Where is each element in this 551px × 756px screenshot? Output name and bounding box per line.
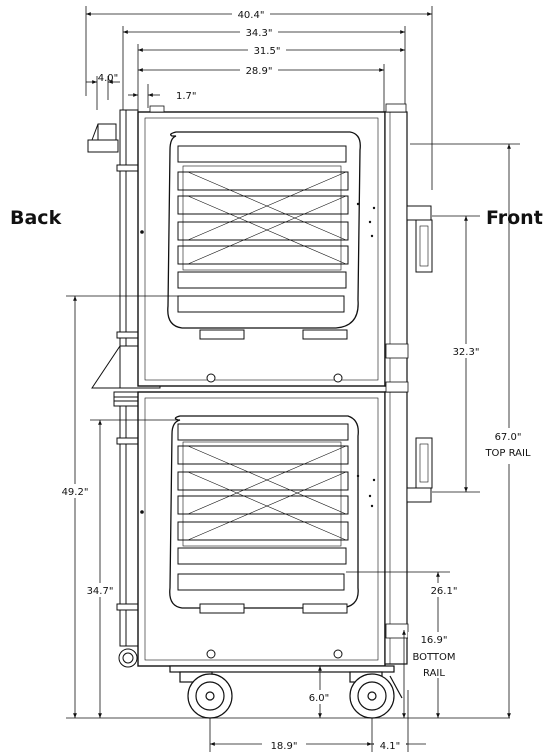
rack-height-label: 26.1": [431, 586, 458, 597]
back-height-upper-label: 49.2": [62, 487, 89, 498]
flue-width-label: 4.0": [98, 73, 119, 84]
lower-oven-deck: [137, 381, 433, 667]
back-height-lower-label: 34.7": [87, 586, 114, 597]
top-rail-value-label: 67.0": [495, 432, 522, 443]
overall-width-label: 40.4": [238, 10, 265, 21]
front-label: Front: [486, 207, 543, 229]
bottom-rail-label-2: RAIL: [423, 668, 445, 679]
width-34-label: 34.3": [246, 28, 273, 39]
width-31-label: 31.5": [254, 46, 281, 57]
handle-height-label: 32.3": [453, 347, 480, 358]
bottom-rail-value-label: 16.9": [421, 635, 448, 646]
side-dimension-labels: 67.0" TOP RAIL 32.3" 26.1" 16.9" BOTTOM …: [56, 344, 531, 752]
ground-clearance-label: 6.0": [309, 693, 330, 704]
bottom-rail-label-1: BOTTOM: [412, 652, 455, 663]
flue-offset-label: 1.7": [176, 91, 197, 102]
top-dimension-labels: 40.4" 34.3" 31.5" 28.9" 4.0" 1.7": [98, 8, 286, 102]
caster-spacing-label: 18.9": [271, 741, 298, 752]
upper-oven-deck: [137, 103, 433, 387]
top-rail-label: TOP RAIL: [484, 448, 531, 459]
width-28-label: 28.9": [246, 66, 273, 77]
front-offset-label: 4.1": [380, 741, 401, 752]
casters: [169, 665, 403, 719]
back-label: Back: [10, 207, 62, 229]
